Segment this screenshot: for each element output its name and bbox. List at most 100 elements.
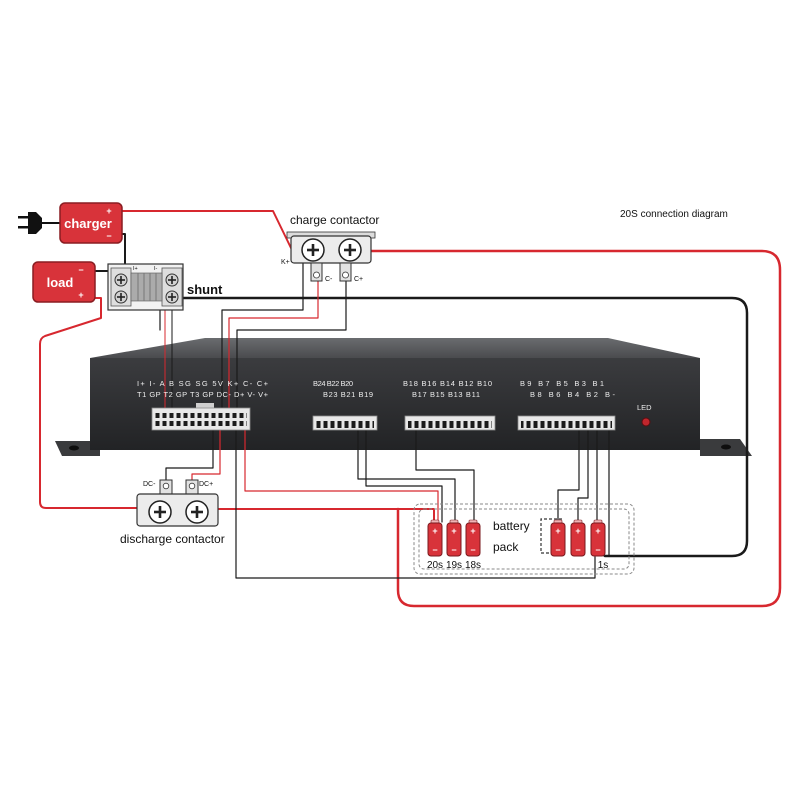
- wire-bms-v-minus-to-pack: [235, 429, 596, 579]
- battery-cell-19s: + −: [446, 519, 462, 557]
- wiring: [39, 210, 782, 608]
- screw-terminal-icon: [114, 273, 128, 287]
- mounting-hole-left: [69, 445, 79, 451]
- svg-text:−: −: [575, 545, 580, 555]
- wire-c-minus-to-bms: [228, 280, 319, 413]
- svg-text:−: −: [451, 545, 456, 555]
- shunt-i-plus-label: I+: [133, 266, 138, 272]
- charger-box: [59, 202, 123, 244]
- svg-text:−: −: [555, 545, 560, 555]
- diagram-title: 20S connection diagram: [620, 209, 728, 220]
- svg-text:+: +: [575, 526, 580, 536]
- dc-minus-label: DC-: [143, 481, 156, 488]
- bms-port-2: B24 B22 B20 B23 B21 B19: [312, 379, 378, 431]
- load-box: [32, 261, 96, 303]
- port3-label-row1: B18 B16 B14 B12 B10: [403, 379, 492, 388]
- wire-charge-contactor-to-pack-plus: [369, 249, 782, 608]
- c-plus-screw-icon: [342, 271, 349, 279]
- wire-balance-b19: [357, 429, 456, 523]
- contactor-terminal-plus-icon: [338, 238, 362, 262]
- wire-c-plus-to-bms: [236, 280, 347, 413]
- port2-label-row1: B24 B22 B20: [313, 379, 353, 388]
- wire-bms-to-dc-minus: [165, 429, 214, 482]
- wire-balance-b-minus: [603, 429, 610, 557]
- omitted-cells-bracket: [540, 518, 562, 554]
- charger-label: charger: [64, 216, 112, 231]
- cell-label-19s: 19s: [446, 560, 462, 571]
- shunt-i-minus-label: I-: [154, 266, 158, 272]
- charge-contactor-label: charge contactor: [290, 213, 379, 227]
- cell-label-1s: 1s: [598, 560, 609, 571]
- wire-shunt-to-pack-minus: [180, 296, 749, 558]
- battery-pack: + − + − + − 20s 19s 18s battery pack + −: [413, 503, 635, 575]
- battery-pack-label-line1: battery: [493, 519, 530, 533]
- bms-port-3: B18 B16 B14 B12 B10 B17 B15 B13 B11: [403, 379, 496, 431]
- battery-pack-outline-outer: [413, 503, 635, 575]
- load-plus-sign: +: [78, 290, 83, 300]
- load: load − +: [32, 261, 96, 303]
- charger-minus-sign: −: [106, 231, 111, 241]
- k-plus-label: K+: [281, 259, 290, 266]
- contactor-terminal-plus-icon: [185, 500, 209, 524]
- load-label: load: [47, 275, 74, 290]
- wire-charger-minus-to-shunt: [121, 233, 126, 273]
- bms-top-face: [90, 338, 700, 358]
- wire-load-plus-to-discharge-contactor: [39, 297, 139, 509]
- led-label: LED: [637, 403, 652, 412]
- port3-label-row2: B17 B15 B13 B11: [412, 390, 480, 399]
- svg-text:+: +: [432, 526, 437, 536]
- power-plug-icon: [18, 212, 60, 234]
- cell-label-20s: 20s: [427, 560, 443, 571]
- shunt-resistor: [130, 272, 163, 302]
- wire-balance-b18: [415, 429, 475, 523]
- shunt: I+ I- shunt: [107, 263, 223, 311]
- svg-text:−: −: [470, 545, 475, 555]
- svg-text:−: −: [595, 545, 600, 555]
- bms-led: LED: [637, 403, 652, 427]
- svg-text:+: +: [451, 526, 456, 536]
- port3-pins: [408, 418, 492, 428]
- c-minus-label: C-: [325, 276, 333, 283]
- wire-charger-plus-to-charge-contactor: [121, 210, 292, 249]
- dc-plus-label: DC+: [199, 481, 213, 488]
- screw-terminal-icon: [114, 290, 128, 304]
- c-plus-label: C+: [354, 276, 363, 283]
- wire-discharge-contactor-to-pack-plus: [217, 508, 435, 523]
- discharge-contactor-label: discharge contactor: [120, 532, 225, 546]
- dc-minus-screw-icon: [162, 482, 170, 490]
- shunt-label: shunt: [187, 282, 223, 297]
- discharge-contactor: DC- DC+ discharge contactor: [120, 479, 225, 546]
- port1-latch: [196, 403, 214, 409]
- screw-terminal-icon: [165, 273, 179, 287]
- wire-balance-b2: [577, 429, 589, 523]
- port1-pins: [155, 413, 247, 426]
- charger: charger + −: [59, 202, 123, 244]
- battery-cell-3s: + −: [550, 519, 566, 557]
- c-minus-screw-icon: [313, 271, 320, 279]
- charger-plus-sign: +: [106, 206, 111, 216]
- cell-label-18s: 18s: [465, 560, 481, 571]
- mounting-hole-right: [721, 444, 731, 450]
- port4-pins: [521, 418, 612, 428]
- svg-text:+: +: [470, 526, 475, 536]
- wire-bms-v-plus-to-pack: [244, 429, 439, 523]
- port1-label-row1: I+ I- A B SG SG 5V K+ C- C+: [137, 379, 269, 388]
- svg-text:+: +: [555, 526, 560, 536]
- battery-cell-1s: + −: [590, 519, 606, 557]
- battery-pack-label-line2: pack: [493, 540, 519, 554]
- battery-cell-2s: + −: [570, 519, 586, 557]
- bms-unit: [55, 338, 752, 456]
- load-minus-sign: −: [78, 265, 83, 275]
- screw-terminal-icon: [165, 290, 179, 304]
- battery-pack-outline-inner: [418, 508, 630, 570]
- svg-text:−: −: [432, 545, 437, 555]
- bms-front-face: [90, 358, 700, 450]
- contactor-terminal-plus-icon: [301, 238, 325, 262]
- dc-plus-screw-icon: [188, 482, 196, 490]
- battery-cell-20s: + −: [427, 519, 443, 557]
- wire-bms-to-dc-plus: [191, 429, 221, 482]
- port2-pins: [316, 418, 374, 428]
- led-indicator-icon: [641, 417, 651, 427]
- charge-contactor: charge contactor K+ C- C+: [281, 213, 379, 283]
